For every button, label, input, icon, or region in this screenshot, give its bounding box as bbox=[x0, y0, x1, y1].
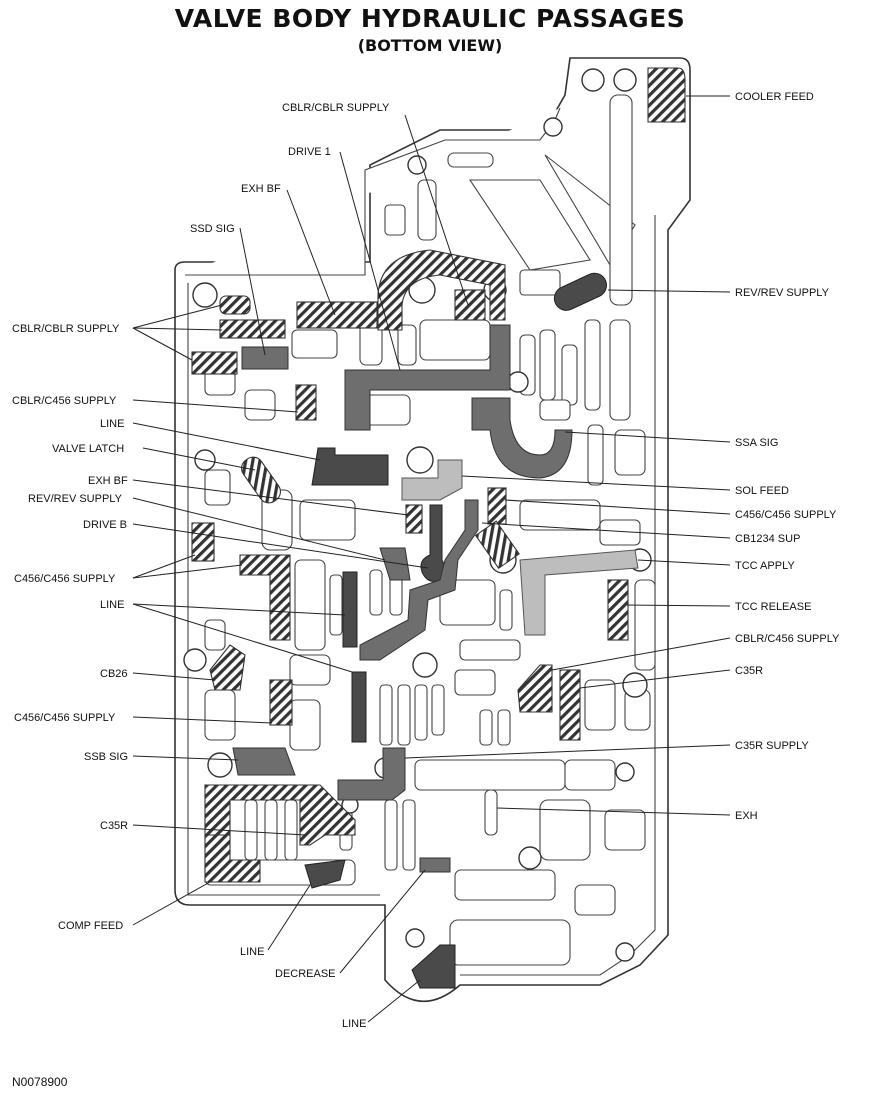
passage-cb1234 bbox=[474, 520, 520, 570]
diagram-subtitle: (BOTTOM VIEW) bbox=[357, 36, 503, 55]
label-rev-rev-supply-left: REV/REV SUPPLY bbox=[28, 493, 123, 505]
passage-drive-1 bbox=[344, 324, 511, 431]
label-ssa-sig: SSA SIG bbox=[735, 437, 778, 449]
label-c35r-left: C35R bbox=[100, 820, 128, 832]
label-drive-b: DRIVE B bbox=[83, 519, 127, 531]
passage-line-1 bbox=[311, 447, 389, 486]
label-c35r-right: C35R bbox=[735, 665, 763, 677]
hole bbox=[507, 371, 529, 393]
passage-line-2b bbox=[351, 671, 367, 743]
label-cblr-c456-supply-right: CBLR/C456 SUPPLY bbox=[735, 633, 840, 645]
hole bbox=[192, 282, 218, 308]
label-exh: EXH bbox=[735, 810, 758, 822]
passage-c456-left-b bbox=[239, 554, 291, 641]
passage-sol-feed bbox=[401, 459, 463, 501]
label-cblr-cblr-supply-left: CBLR/CBLR SUPPLY bbox=[12, 323, 120, 335]
label-c456-c456-supply-left-1: C456/C456 SUPPLY bbox=[14, 573, 116, 585]
passage-tcc-release bbox=[607, 579, 629, 641]
label-line-4: LINE bbox=[342, 1018, 366, 1030]
label-ssd-sig: SSD SIG bbox=[190, 223, 235, 235]
label-sol-feed: SOL FEED bbox=[735, 485, 789, 497]
labels: COOLER FEED CBLR/CBLR SUPPLY DRIVE 1 EXH… bbox=[12, 91, 840, 1030]
passage-rev-rev-left bbox=[379, 547, 411, 581]
label-comp-feed: COMP FEED bbox=[58, 920, 123, 932]
label-valve-latch: VALVE LATCH bbox=[52, 443, 124, 455]
label-ssb-sig: SSB SIG bbox=[84, 751, 128, 763]
passage-line-2 bbox=[342, 571, 358, 648]
passage-c456-left-a bbox=[191, 522, 215, 562]
hole bbox=[518, 846, 542, 870]
passage-cooler-feed bbox=[647, 67, 686, 123]
label-rev-rev-supply-right: REV/REV SUPPLY bbox=[735, 287, 830, 299]
passage-c35r-right bbox=[559, 669, 581, 741]
hole bbox=[406, 446, 434, 474]
hole bbox=[581, 68, 605, 92]
passage-cblr-cblr-3 bbox=[191, 351, 238, 375]
diagram-title: VALVE BODY HYDRAULIC PASSAGES bbox=[174, 4, 686, 33]
hole bbox=[407, 155, 427, 175]
label-cblr-cblr-supply-top: CBLR/CBLR SUPPLY bbox=[282, 102, 390, 114]
hole bbox=[613, 68, 637, 92]
hole bbox=[622, 672, 648, 698]
passage-decrease bbox=[419, 857, 451, 873]
hole bbox=[615, 942, 635, 962]
label-c35r-supply: C35R SUPPLY bbox=[735, 740, 809, 752]
passage-c456-left-c bbox=[269, 679, 293, 726]
hole bbox=[207, 752, 233, 778]
passage-tcc-apply bbox=[519, 549, 639, 636]
internal-channels bbox=[204, 94, 656, 966]
passage-ssd-sig bbox=[241, 346, 289, 370]
label-decrease: DECREASE bbox=[275, 968, 336, 980]
label-exh-bf-left: EXH BF bbox=[88, 475, 128, 487]
passage-line-3 bbox=[304, 859, 346, 889]
hole bbox=[543, 117, 563, 137]
hatched-passages bbox=[191, 67, 686, 883]
label-tcc-apply: TCC APPLY bbox=[735, 560, 795, 572]
figure-code: N0078900 bbox=[12, 1075, 68, 1089]
hole bbox=[405, 928, 425, 948]
passage-rev-rev-supply bbox=[553, 272, 608, 311]
passage-valve-latch bbox=[241, 456, 281, 504]
label-cb26: CB26 bbox=[100, 668, 128, 680]
label-line-3: LINE bbox=[240, 946, 264, 958]
passage-ssb-sig bbox=[232, 747, 296, 776]
label-tcc-release: TCC RELEASE bbox=[735, 601, 811, 613]
passage-comp-feed bbox=[204, 834, 261, 883]
hole bbox=[615, 762, 635, 782]
label-drive-1: DRIVE 1 bbox=[288, 146, 331, 158]
passage-cblr-cblr-supply-top-b bbox=[454, 289, 486, 321]
leader-lines bbox=[132, 95, 731, 1023]
passage-cblr-cblr-1 bbox=[219, 295, 251, 315]
hole bbox=[412, 652, 438, 678]
label-exh-bf-top: EXH BF bbox=[241, 183, 281, 195]
hole bbox=[183, 648, 207, 672]
passage-line-4 bbox=[411, 944, 456, 989]
passage-cblr-cblr-2 bbox=[219, 319, 286, 339]
label-line-1: LINE bbox=[100, 418, 124, 430]
shaded-passages bbox=[232, 272, 639, 989]
passage-cblr-c456-right bbox=[517, 664, 553, 713]
label-cblr-c456-supply-left: CBLR/C456 SUPPLY bbox=[12, 395, 117, 407]
passage-c35r-supply bbox=[337, 747, 406, 801]
label-cooler-feed: COOLER FEED bbox=[735, 91, 814, 103]
passage-c456-c456-right bbox=[487, 487, 507, 525]
label-c456-c456-supply-right: C456/C456 SUPPLY bbox=[735, 509, 837, 521]
passage-cb26 bbox=[209, 644, 246, 691]
passage-cblr-c456 bbox=[295, 384, 317, 421]
passage-exh-bf-left bbox=[405, 504, 423, 534]
label-line-2: LINE bbox=[100, 599, 124, 611]
label-cb1234-sup: CB1234 SUP bbox=[735, 533, 800, 545]
passage-exh-bf bbox=[296, 301, 378, 329]
label-c456-c456-supply-left-2: C456/C456 SUPPLY bbox=[14, 712, 116, 724]
passage-cb1234-route bbox=[359, 499, 479, 661]
passage-cblr-cblr-supply-top bbox=[377, 249, 506, 331]
passage-ssa-sig bbox=[471, 397, 573, 479]
